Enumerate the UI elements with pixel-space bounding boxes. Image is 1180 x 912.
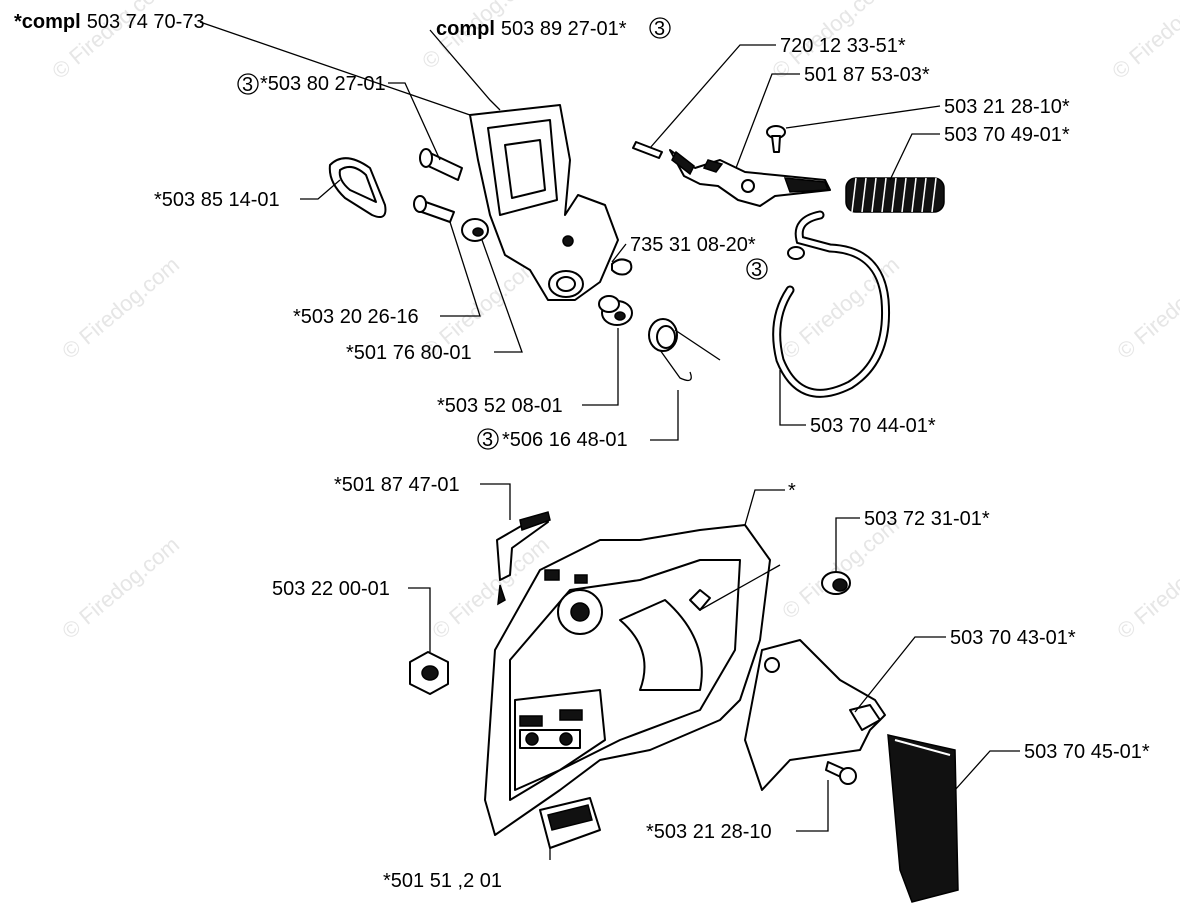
part-label: *503 21 28-10 bbox=[646, 821, 772, 843]
circled-number: 3 bbox=[654, 18, 665, 40]
nut-part bbox=[409, 651, 449, 695]
assembly-sub-compl: compl bbox=[436, 18, 495, 40]
clip-part bbox=[611, 258, 633, 276]
circled-number: 3 bbox=[242, 74, 253, 96]
gasket-part bbox=[328, 157, 387, 218]
part-label: *503 52 08-01 bbox=[437, 395, 563, 417]
leader-lines bbox=[199, 21, 1020, 860]
hand-guard-part bbox=[469, 104, 619, 301]
part-label: 503 70 49-01* bbox=[944, 124, 1070, 146]
watermark-text: © Firedog.com bbox=[1107, 0, 1180, 84]
part-label: *503 80 27-01 bbox=[260, 73, 386, 95]
part-label: *501 87 47-01 bbox=[334, 474, 460, 496]
assembly-sub-number: 503 89 27-01* bbox=[501, 18, 627, 40]
part-label: 720 12 33-51* bbox=[780, 35, 906, 57]
assembly-sub-label: compl 503 89 27-01* bbox=[436, 18, 627, 40]
watermark-text: © Firedog.com bbox=[1112, 252, 1180, 364]
part-label: 503 72 31-01* bbox=[864, 508, 990, 530]
screw-part bbox=[413, 195, 489, 242]
rubber-stop-part bbox=[821, 571, 851, 595]
pin-part bbox=[419, 148, 463, 181]
watermark-text: © Firedog.com bbox=[57, 252, 184, 364]
part-label: 503 70 45-01* bbox=[1024, 741, 1150, 763]
plug-part bbox=[539, 797, 601, 849]
part-label: *506 16 48-01 bbox=[502, 429, 628, 451]
part-label: 735 31 08-20* bbox=[630, 234, 756, 256]
part-label: *501 76 80-01 bbox=[346, 342, 472, 364]
part-label: *503 20 26-16 bbox=[293, 306, 419, 328]
part-label: * bbox=[788, 480, 796, 502]
chain-catcher-part bbox=[496, 511, 551, 606]
bushing-part bbox=[598, 295, 633, 326]
roll-pin-part bbox=[632, 141, 663, 159]
circled-number: 3 bbox=[482, 429, 493, 451]
part-label: 503 70 43-01* bbox=[950, 627, 1076, 649]
torsion-spring-part bbox=[648, 318, 721, 382]
assembly-main-number: 503 74 70-73 bbox=[87, 11, 205, 33]
watermark-text: © Firedog.com bbox=[57, 532, 184, 644]
chain-guide-plate-part bbox=[744, 639, 886, 791]
coil-spring-part bbox=[845, 177, 945, 213]
part-label: 503 21 28-10* bbox=[944, 96, 1070, 118]
screw-small-part bbox=[766, 125, 786, 153]
watermark-text: © Firedog.com bbox=[1112, 532, 1180, 644]
assembly-main-prefix: * bbox=[14, 11, 22, 33]
brake-band-part bbox=[772, 210, 891, 398]
circled-number: 3 bbox=[751, 259, 762, 281]
brake-lever-part bbox=[669, 149, 831, 207]
part-label: 503 70 44-01* bbox=[810, 415, 936, 437]
assembly-main-compl: compl bbox=[22, 11, 81, 33]
screw-bottom-part bbox=[825, 761, 857, 785]
part-label: *503 85 14-01 bbox=[154, 189, 280, 211]
clutch-cover-part bbox=[484, 524, 771, 836]
cover-plate-part bbox=[887, 734, 959, 903]
assembly-main-label: *compl 503 74 70-73 bbox=[14, 11, 205, 33]
part-label: 503 22 00-01 bbox=[272, 578, 390, 600]
part-label: 501 87 53-03* bbox=[804, 64, 930, 86]
circled-markers: 3 3 3 3 bbox=[237, 17, 768, 451]
part-label: *501 51 ,2 01 bbox=[383, 870, 502, 892]
